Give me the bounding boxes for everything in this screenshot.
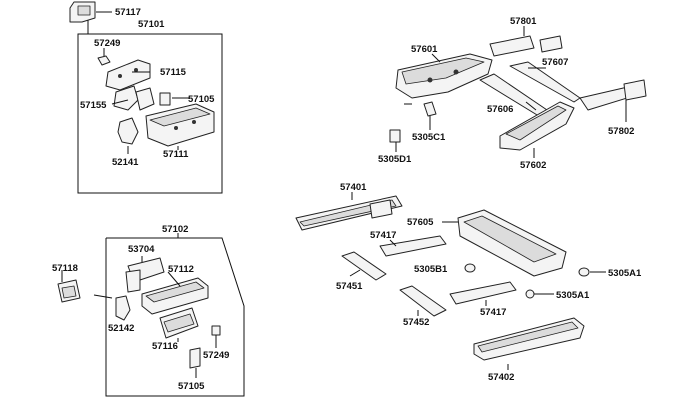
- part-57802: [579, 79, 647, 122]
- label-57118: 57118: [52, 263, 78, 274]
- assembly-floor-rails: [295, 192, 606, 370]
- part-57417-a: [379, 235, 447, 257]
- label-57105-a: 57105: [188, 94, 215, 105]
- label-57111: 57111: [163, 149, 189, 160]
- group-57102: [93, 233, 245, 397]
- label-5305C1: 5305C1: [412, 132, 446, 143]
- label-57117: 57117: [115, 7, 141, 18]
- label-57451: 57451: [336, 281, 363, 292]
- label-57112: 57112: [168, 264, 194, 275]
- label-57105-b: 57105: [178, 381, 205, 392]
- part-52142: [93, 294, 131, 321]
- part-57112: [141, 271, 209, 315]
- part-52141: [117, 117, 139, 154]
- label-52141: 52141: [112, 157, 139, 168]
- label-57606: 57606: [487, 104, 513, 115]
- label-52142: 52142: [108, 323, 134, 334]
- label-57402: 57402: [488, 372, 514, 383]
- part-57402: [473, 317, 585, 370]
- label-57607: 57607: [542, 57, 568, 68]
- part-57417-b: [449, 281, 517, 306]
- label-57249-a: 57249: [94, 38, 120, 49]
- label-57115: 57115: [160, 67, 187, 78]
- part-57602: [499, 101, 575, 158]
- part-57401: [295, 192, 403, 231]
- label-57605: 57605: [407, 217, 434, 228]
- part-5305C1: [423, 101, 437, 130]
- part-57117: [69, 1, 112, 23]
- part-57155: [111, 85, 155, 111]
- label-57417-a: 57417: [370, 230, 396, 241]
- label-57417-b: 57417: [480, 307, 506, 318]
- label-53704: 53704: [128, 244, 155, 255]
- label-57101: 57101: [138, 19, 165, 30]
- label-57602: 57602: [520, 160, 546, 171]
- part-53704: [125, 256, 165, 293]
- label-57102: 57102: [162, 224, 188, 235]
- part-57452: [399, 285, 447, 317]
- part-57801: [489, 26, 563, 57]
- group-57101: [69, 1, 223, 194]
- part-57249-b: [211, 325, 221, 348]
- part-57115: [105, 59, 151, 91]
- part-57451: [341, 251, 387, 281]
- part-57105-b: [189, 347, 201, 378]
- part-5305A1-a: [578, 267, 606, 277]
- label-57452: 57452: [403, 317, 429, 328]
- label-5305D1: 5305D1: [378, 154, 412, 165]
- label-5305A1-b: 5305A1: [556, 290, 590, 301]
- part-5305A1-b: [525, 289, 554, 299]
- label-57155: 57155: [80, 100, 107, 111]
- part-5305D1: [389, 103, 412, 152]
- label-57116: 57116: [152, 341, 178, 352]
- part-57249-a: [97, 48, 111, 66]
- part-57118: [57, 270, 81, 303]
- label-57802: 57802: [608, 126, 634, 137]
- label-57401: 57401: [340, 182, 367, 193]
- part-57116: [159, 307, 199, 342]
- label-57601: 57601: [411, 44, 438, 55]
- part-57111: [145, 103, 215, 150]
- label-57249-b: 57249: [203, 350, 229, 361]
- label-5305A1-a: 5305A1: [608, 268, 642, 279]
- label-57801: 57801: [510, 16, 537, 27]
- label-5305B1: 5305B1: [414, 264, 448, 275]
- part-57601: [395, 53, 493, 99]
- assembly-front-rails: [389, 26, 647, 158]
- part-57605: [442, 209, 567, 277]
- part-57105-a: [159, 92, 190, 106]
- part-5305B1: [464, 263, 476, 273]
